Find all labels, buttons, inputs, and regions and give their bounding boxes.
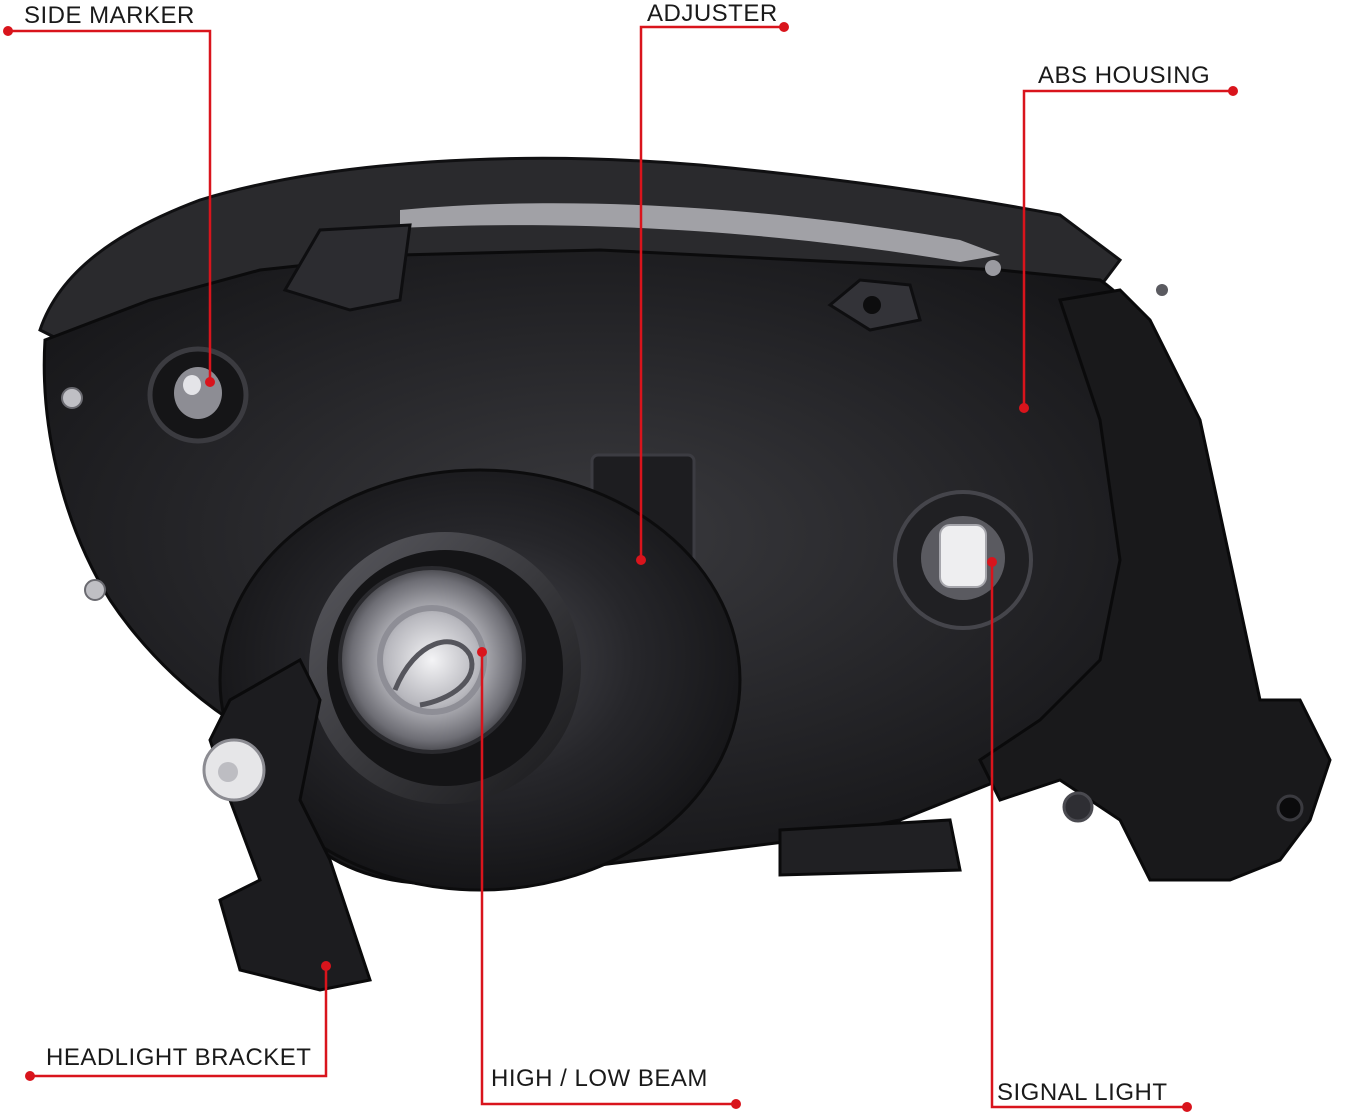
dot-side-marker-end (3, 26, 13, 36)
signal-bulb (939, 524, 987, 588)
dot-side-marker-target (205, 377, 215, 387)
leader-high-low-beam (480, 652, 736, 1106)
label-adjuster: ADJUSTER (647, 0, 778, 27)
beam-bulb-lens (338, 566, 526, 754)
dot-abs-housing-target (1019, 403, 1029, 413)
dot-headlight-bracket-end (25, 1071, 35, 1081)
bottom-tab (778, 818, 962, 877)
label-high-low-beam: HIGH / LOW BEAM (491, 1065, 708, 1092)
chrome-strip (400, 203, 1000, 262)
label-abs-housing: ABS HOUSING (1038, 62, 1211, 89)
right-mount (978, 288, 1332, 882)
mount-tab-top (282, 223, 412, 312)
leader-side-marker (8, 29, 212, 382)
headlight-housing (38, 156, 1332, 992)
leader-headlight-bracket (30, 966, 328, 1078)
callout-dots (3, 22, 1238, 1112)
dot-abs-housing-end (1228, 86, 1238, 96)
leader-signal-light (990, 562, 1187, 1109)
leader-abs-housing (1022, 89, 1233, 408)
callout-leaders (8, 25, 1233, 1109)
dot-high-low-beam-target (477, 647, 487, 657)
dot-headlight-bracket-target (321, 961, 331, 971)
dot-signal-light-end (1182, 1102, 1192, 1112)
dot-signal-light-target (987, 557, 997, 567)
label-headlight-bracket: HEADLIGHT BRACKET (46, 1044, 312, 1071)
leader-adjuster (639, 25, 784, 560)
label-signal-light: SIGNAL LIGHT (997, 1079, 1168, 1106)
label-side-marker: SIDE MARKER (24, 2, 195, 29)
bracket-arm (208, 657, 372, 992)
dot-high-low-beam-end (731, 1099, 741, 1109)
dot-adjuster-end (779, 22, 789, 32)
dot-adjuster-target (636, 555, 646, 565)
